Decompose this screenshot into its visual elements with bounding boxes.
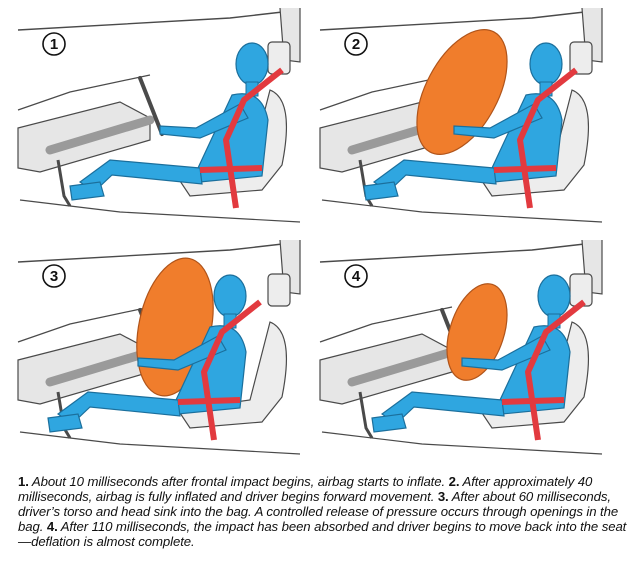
windshield-line <box>17 306 151 343</box>
caption-step-4-text: After 110 milliseconds, the impact has b… <box>18 519 627 549</box>
driver-arm <box>137 335 227 371</box>
roof-line <box>319 9 603 31</box>
headrest <box>569 41 593 75</box>
caption-step-1-text: About 10 milliseconds after frontal impa… <box>28 474 449 489</box>
pedal <box>56 159 72 207</box>
lap-belt <box>501 397 565 405</box>
driver-arm <box>461 335 551 371</box>
seat <box>176 321 287 429</box>
windshield-line <box>319 74 453 111</box>
lap-belt <box>177 397 241 405</box>
driver <box>69 42 284 209</box>
step-number-circle <box>42 32 66 56</box>
driver-torso <box>499 325 571 415</box>
roof-line <box>17 9 301 31</box>
panel-3: 3 <box>17 239 301 455</box>
airbag <box>446 283 508 381</box>
steering-column <box>45 347 155 387</box>
driver-head <box>235 42 269 86</box>
driver-arm <box>453 103 543 139</box>
driver <box>371 274 586 441</box>
floor-line <box>19 431 301 455</box>
roof-line <box>319 241 603 263</box>
seat-belt <box>517 67 578 209</box>
driver-torso <box>491 93 563 183</box>
step-number-label: 1 <box>50 36 58 53</box>
driver-head <box>529 42 563 86</box>
driver-foot <box>47 413 83 433</box>
windshield-line <box>17 74 151 111</box>
driver <box>47 274 262 441</box>
seat <box>478 89 589 197</box>
driver-torso <box>197 93 269 183</box>
driver-head <box>213 274 247 318</box>
caption-step-1-num: 1. <box>18 474 29 489</box>
step-number-circle <box>344 264 368 288</box>
lap-belt <box>493 165 557 173</box>
figure-caption: 1. About 10 milliseconds after frontal i… <box>18 474 628 549</box>
airbag-panels: 1 2 3 4 <box>17 7 603 455</box>
driver <box>363 42 578 209</box>
roof-line <box>17 241 301 263</box>
seat-belt <box>525 299 586 441</box>
panel-4: 4 <box>319 239 603 455</box>
step-number-label: 4 <box>352 268 361 285</box>
driver-head <box>537 274 571 318</box>
headrest <box>267 273 291 307</box>
floor-line <box>19 199 301 223</box>
step-number-badge: 1 <box>42 32 66 56</box>
floor-line <box>321 431 603 455</box>
caption-step-2-num: 2. <box>448 474 460 489</box>
step-number-label: 3 <box>50 268 58 285</box>
driver-foot <box>371 413 407 433</box>
step-number-circle <box>344 32 368 56</box>
step-number-badge: 3 <box>42 264 66 288</box>
floor-line <box>321 199 603 223</box>
panel-2: 2 <box>319 7 603 223</box>
panel-1: 1 <box>17 7 301 223</box>
steering-column <box>347 347 457 387</box>
driver-arm <box>159 103 249 139</box>
airbag <box>416 29 508 155</box>
step-number-circle <box>42 264 66 288</box>
driver-torso <box>175 325 247 415</box>
driver-foot <box>69 181 105 201</box>
seat-belt <box>201 299 262 441</box>
caption-step-4-num: 4. <box>46 519 58 534</box>
step-number-badge: 2 <box>344 32 368 56</box>
step-number-label: 2 <box>352 36 360 53</box>
steering-wheel <box>138 76 164 136</box>
caption-step-3-num: 3. <box>437 489 449 504</box>
caption-step-3-text: After about 60 milliseconds, driver’s to… <box>18 489 619 534</box>
pedal <box>358 391 374 439</box>
steering-column <box>45 115 155 155</box>
step-number-badge: 4 <box>344 264 368 288</box>
caption-step-2-text: After approximately 40 milliseconds, air… <box>18 474 593 504</box>
lap-belt <box>199 165 263 173</box>
driver-foot <box>363 181 399 201</box>
windshield-line <box>319 306 453 343</box>
seat-belt <box>223 67 284 209</box>
